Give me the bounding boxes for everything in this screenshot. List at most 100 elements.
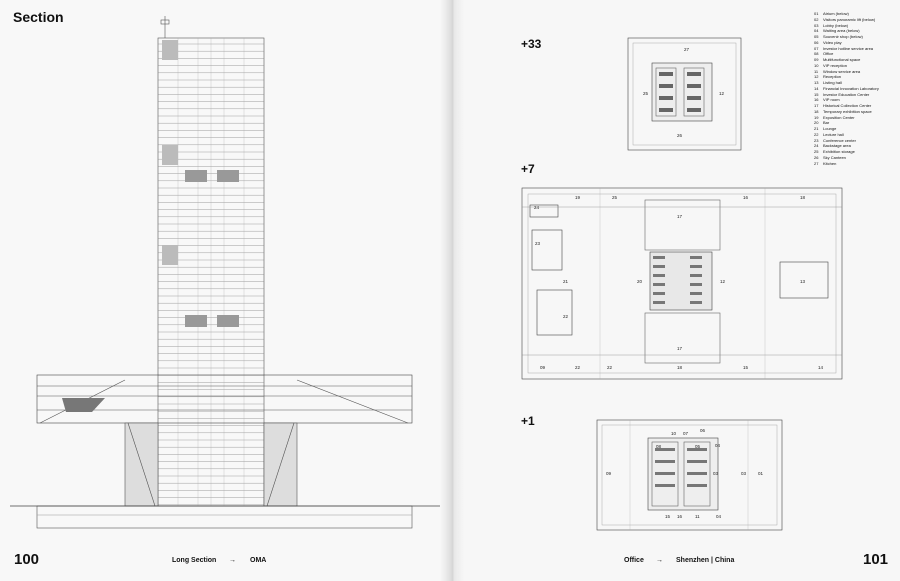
left-page: Section xyxy=(0,0,448,581)
legend-number: 03 xyxy=(814,22,819,28)
legend-number: 11 xyxy=(814,68,819,74)
legend-item: 20 Bar xyxy=(814,120,898,126)
plan-label: 18 xyxy=(677,365,683,370)
legend-item: 03 Lobby (below) xyxy=(814,23,898,29)
page-number-right: 101 xyxy=(863,551,889,568)
plan-label: 19 xyxy=(575,195,581,200)
legend-label: Atrium (below) xyxy=(823,11,849,16)
legend-item: 15 Investor Education Center xyxy=(814,92,898,98)
legend-number: 26 xyxy=(814,154,819,160)
legend-item: 26 Sky Canteen xyxy=(814,155,898,161)
plan-label: 08 xyxy=(656,444,662,449)
legend-number: 05 xyxy=(814,34,819,39)
legend-label: Investor hotline service area xyxy=(823,45,874,51)
plan-label: 17 xyxy=(677,346,683,351)
plan-label: 06 xyxy=(700,428,706,433)
legend-label: Lobby (below) xyxy=(823,22,849,28)
legend-number: 04 xyxy=(814,28,819,34)
plan-labels-7: 25 24 19 17 18 16 23 21 20 12 13 22 09 2… xyxy=(534,195,824,370)
plan-label: 14 xyxy=(818,365,824,370)
legend-label: Sky Canteen xyxy=(823,154,846,160)
plan-label: 17 xyxy=(677,214,683,219)
legend-label: Investor Education Center xyxy=(823,91,870,97)
legend-label: Lecture hall xyxy=(823,131,844,137)
plan-label: 20 xyxy=(637,279,643,284)
plan-label: 16 xyxy=(743,195,749,200)
legend-number: 21 xyxy=(814,126,819,131)
legend-number: 20 xyxy=(814,120,819,126)
legend-number: 24 xyxy=(814,143,819,149)
plan-label: 05 xyxy=(695,444,701,449)
plan-label: 18 xyxy=(800,195,806,200)
level-label-1: +1 xyxy=(521,414,535,428)
plan-label: 12 xyxy=(720,279,726,284)
legend-label: Reception xyxy=(823,74,842,80)
plan-label: 11 xyxy=(695,514,700,519)
plan-label: 27 xyxy=(684,47,690,52)
plan-label: 23 xyxy=(535,241,541,246)
plan-label: 24 xyxy=(534,205,540,210)
legend-number: 23 xyxy=(814,137,819,143)
legend-number: 10 xyxy=(814,62,819,68)
legend-number: 19 xyxy=(814,114,819,120)
plan-label: 07 xyxy=(683,431,689,436)
caption-author: OMA xyxy=(250,557,267,564)
legend-number: 02 xyxy=(814,16,819,22)
plan-label: 10 xyxy=(671,431,677,436)
legend-item: 12 Reception xyxy=(814,74,898,80)
legend-number: 13 xyxy=(814,80,819,85)
legend-item: 22 Lecture hall xyxy=(814,132,898,138)
legend-number: 14 xyxy=(814,85,819,91)
plan-label: 03 xyxy=(741,471,747,476)
legend-label: Bar xyxy=(823,120,830,126)
caption-right: Office xyxy=(624,557,644,564)
plan-label: 04 xyxy=(716,514,722,519)
legend-item: 09 Multifunctional space xyxy=(814,57,898,63)
legend-label: Exhibition storage xyxy=(823,149,855,154)
legend-number: 18 xyxy=(814,108,819,114)
plan-label: 16 xyxy=(677,514,683,519)
legend-number: 12 xyxy=(814,74,819,80)
plan-label: 15 xyxy=(665,514,671,519)
legend-number: 22 xyxy=(814,131,819,137)
legend-label: Historical Collection Center xyxy=(823,103,872,108)
legend-number: 09 xyxy=(814,57,819,62)
long-section-drawing xyxy=(10,16,440,529)
plan-label: 26 xyxy=(677,133,683,138)
caption-left: Long Section xyxy=(172,557,217,564)
legend-label: Listing hall xyxy=(823,80,842,85)
legend-label: Financial Innovation Laboratory xyxy=(823,85,879,91)
plan-label: 25 xyxy=(612,195,618,200)
legend-label: Lounge xyxy=(823,126,837,131)
legend-number: 15 xyxy=(814,91,819,97)
level-label-33: +33 xyxy=(521,37,542,51)
legend-label: Conference center xyxy=(823,137,856,143)
caption-location: Shenzhen | China xyxy=(676,557,735,564)
legend-item: 13 Listing hall xyxy=(814,80,898,86)
legend-number: 27 xyxy=(814,160,819,166)
plan-label: 25 xyxy=(643,91,649,96)
plan-label: 03 xyxy=(713,471,719,476)
plan-label: 12 xyxy=(719,91,725,96)
legend-label: VIP reception xyxy=(823,62,847,68)
legend-label: Temporary exhibition space xyxy=(823,108,872,114)
legend-item: 10 VIP reception xyxy=(814,63,898,69)
legend-label: Multifunctional space xyxy=(823,57,861,62)
legend-number: 16 xyxy=(814,97,819,103)
plan-label: 13 xyxy=(800,279,806,284)
plan-label: 22 xyxy=(575,365,581,370)
caption-arrow-left: → xyxy=(229,557,236,564)
level-label-7: +7 xyxy=(521,162,535,176)
legend-label: Waiting area (below) xyxy=(823,28,860,34)
